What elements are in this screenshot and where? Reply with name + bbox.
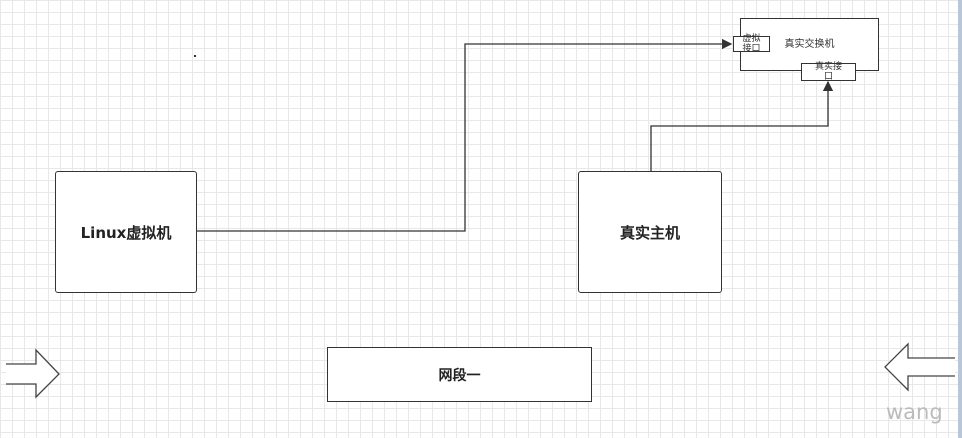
window-edge [958, 0, 962, 438]
linux-vm-label: Linux虚拟机 [80, 223, 172, 242]
right-arrow-icon [6, 348, 60, 399]
real-port-node[interactable]: 真实接口 [801, 62, 856, 82]
real-switch-label: 真实交换机 [784, 38, 835, 50]
left-arrow-icon [884, 342, 955, 392]
vm-to-virtual-port-edge [196, 38, 733, 232]
virtual-port-node[interactable]: 虚拟接口 [733, 34, 770, 54]
real-host-node[interactable]: 真实主机 [578, 171, 722, 293]
segment-node[interactable]: 网段一 [327, 347, 592, 402]
real-port-label: 真实接口 [814, 62, 842, 82]
watermark: wang [886, 400, 943, 424]
real-host-label: 真实主机 [619, 223, 680, 242]
segment-label: 网段一 [438, 367, 481, 384]
virtual-port-label: 虚拟接口 [742, 34, 761, 54]
host-to-real-port-edge [650, 80, 834, 171]
linux-vm-node[interactable]: Linux虚拟机 [55, 171, 197, 293]
